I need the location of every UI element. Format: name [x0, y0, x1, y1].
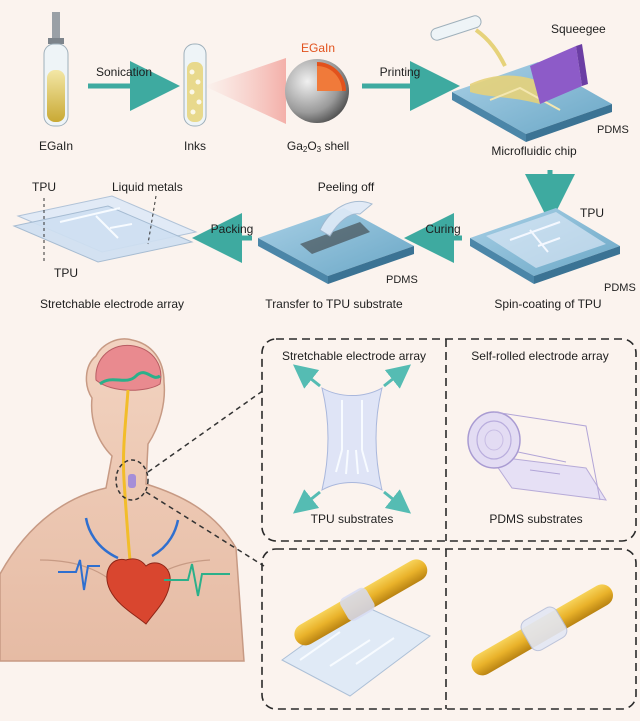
panel-stretchable-title: Stretchable electrode array — [281, 349, 427, 363]
nerve-icon — [121, 389, 132, 561]
tpu-label-bottom: TPU — [54, 266, 78, 280]
inks-label: Inks — [183, 139, 207, 153]
callout-line-top — [147, 389, 265, 473]
printing-label: Printing — [379, 65, 421, 79]
spin-coating-label: Spin-coating of TPU — [494, 297, 602, 311]
zoom-beam — [204, 58, 286, 124]
microfluidic-chip — [452, 62, 612, 142]
panel-top-box — [261, 338, 637, 542]
pdms-label-1: PDMS — [597, 124, 629, 136]
droplet-core-label: EGaIn — [300, 41, 336, 55]
stretched-electrode — [321, 387, 383, 491]
pouring-tube-icon — [430, 15, 507, 67]
test-tube-icon — [183, 43, 207, 127]
implant-marker — [128, 474, 136, 488]
spin-coating-block — [470, 208, 620, 284]
droplet-icon — [285, 59, 349, 123]
peeling-label: Peeling off — [317, 180, 375, 194]
panel-bottom-box — [261, 548, 637, 710]
heart-icon — [84, 517, 180, 625]
curing-label: Curing — [425, 222, 461, 236]
squeegee-label: Squeegee — [551, 22, 606, 36]
ecg-left — [58, 559, 100, 591]
brain-icon — [95, 344, 162, 391]
stretchable-label: Stretchable electrode array — [39, 297, 185, 311]
pdms-label-3: PDMS — [386, 274, 418, 286]
panel-self-rolled-title: Self-rolled electrode array — [471, 349, 609, 363]
wrapped-nerve-right — [471, 584, 613, 676]
syringe-icon — [43, 12, 69, 127]
microfluidic-label: Microfluidic chip — [491, 144, 577, 158]
liquid-metals-label: Liquid metals — [112, 180, 183, 194]
implant-site — [115, 459, 149, 501]
packed-films — [12, 195, 198, 263]
tpu-label-top: TPU — [32, 180, 56, 194]
pdms-substrates-label: PDMS substrates — [489, 512, 583, 526]
tpu-label-spin: TPU — [580, 206, 604, 220]
sonication-label: Sonication — [95, 65, 153, 79]
pdms-label-2: PDMS — [604, 282, 636, 294]
stretch-arrow-icon — [292, 364, 412, 514]
transfer-label: Transfer to TPU substrate — [265, 297, 403, 311]
ecg-right — [164, 563, 230, 597]
packing-label: Packing — [210, 222, 254, 236]
squeegee-icon — [530, 44, 588, 104]
wrapped-nerve-left — [281, 559, 431, 697]
tpu-substrates-label: TPU substrates — [310, 512, 394, 526]
roll-icon — [467, 411, 607, 501]
egain-label: EGaIn — [38, 139, 74, 153]
shell-label: Ga2O3 shell — [286, 139, 350, 154]
peeling-block — [258, 201, 414, 284]
